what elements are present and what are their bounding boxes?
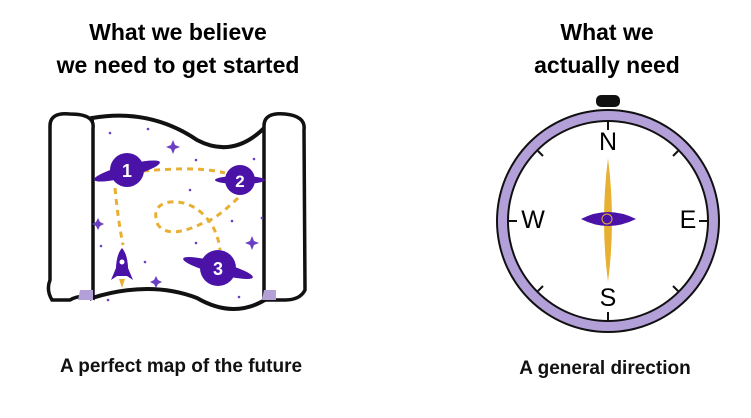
planet-3-label: 3 bbox=[213, 259, 223, 279]
right-title: What we actually need bbox=[480, 16, 734, 82]
left-title-line2: we need to get started bbox=[56, 52, 300, 78]
compass-west-label: W bbox=[521, 206, 545, 234]
right-title-line2: actually need bbox=[534, 52, 680, 78]
planet-1: 1 bbox=[94, 153, 160, 187]
planet-1-label: 1 bbox=[122, 161, 132, 181]
treasure-map-icon: 1 2 3 bbox=[46, 112, 307, 311]
stars bbox=[92, 127, 264, 302]
right-title-line1: What we bbox=[560, 19, 654, 45]
compass-icon: N S W E bbox=[496, 95, 720, 333]
planet-2-label: 2 bbox=[235, 172, 244, 191]
rocket-icon bbox=[111, 248, 133, 288]
planet-2: 2 bbox=[215, 165, 265, 195]
left-title: What we believe we need to get started bbox=[0, 16, 356, 82]
compass-north-label: N bbox=[599, 128, 617, 156]
compass-east-label: E bbox=[680, 206, 697, 234]
left-title-line1: What we believe bbox=[89, 19, 267, 45]
compass-south-label: S bbox=[600, 284, 617, 312]
planet-3: 3 bbox=[183, 250, 253, 286]
left-caption: A perfect map of the future bbox=[59, 356, 303, 377]
right-caption: A general direction bbox=[519, 358, 691, 379]
